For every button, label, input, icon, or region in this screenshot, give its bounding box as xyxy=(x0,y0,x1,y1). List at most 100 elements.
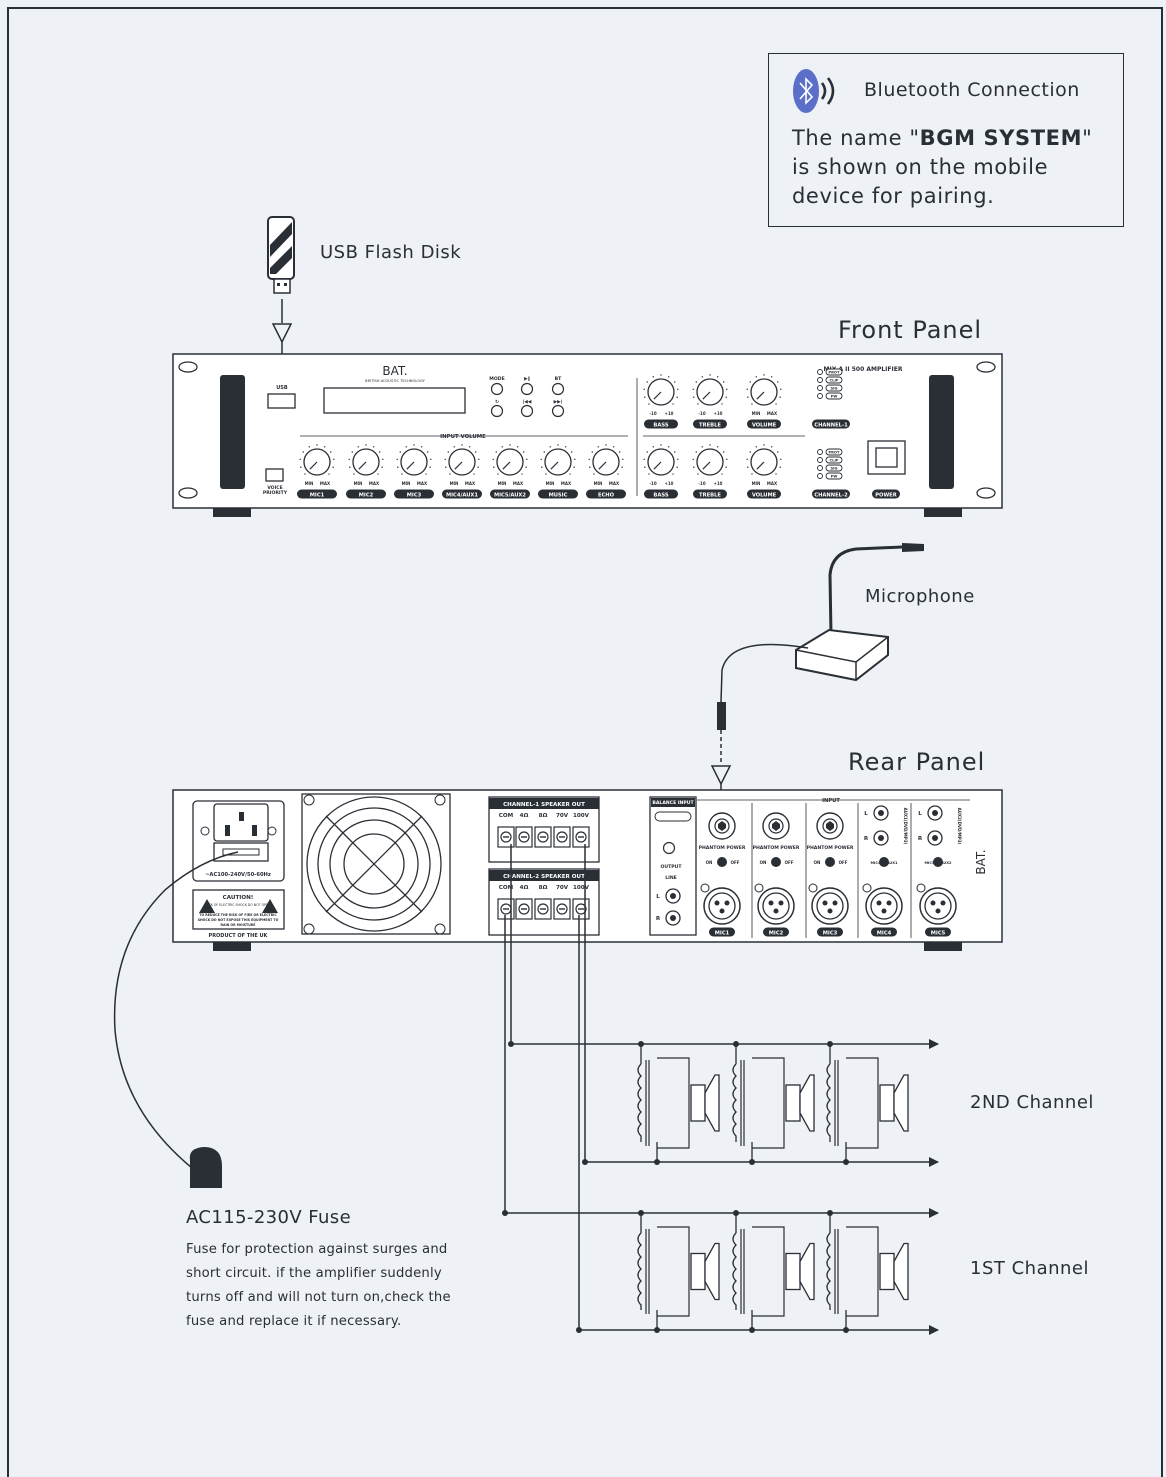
input-pill-7: ECHO xyxy=(586,489,626,499)
xlr-screw xyxy=(700,883,710,893)
fuse-title: AC115-230V Fuse xyxy=(186,1207,352,1228)
knob-tick xyxy=(697,403,699,405)
fuse-power-cable xyxy=(113,851,239,1188)
knob-tick xyxy=(397,466,399,468)
xlr-pin xyxy=(827,908,833,914)
speaker-wire xyxy=(846,1226,879,1317)
led-label: SIG xyxy=(831,467,838,471)
input-pill-4-bg xyxy=(442,489,482,499)
terminal-label: 100V xyxy=(573,885,590,891)
knob-tick xyxy=(478,458,480,461)
knob-min-label: MIN xyxy=(305,481,314,486)
xlr-inner xyxy=(762,892,790,920)
knob-tick xyxy=(473,473,475,475)
knob-max-label: MAX xyxy=(609,481,619,486)
warning-line-1: TO REDUCE THE RISK OF FIRE OR ELECTRIC xyxy=(199,913,277,917)
knob-max-label: MAX xyxy=(561,481,571,486)
speaker-wire xyxy=(657,1057,690,1149)
knob-tick xyxy=(692,458,694,461)
knob-tick xyxy=(304,473,306,475)
knob-tick xyxy=(349,466,351,468)
knob-max-label: MAX xyxy=(417,481,427,486)
knob-pointer xyxy=(756,391,765,400)
led-tag xyxy=(825,464,843,472)
knob-tick xyxy=(701,446,703,448)
xlr-pin xyxy=(719,908,725,914)
led-indicator xyxy=(817,377,823,383)
knob-tick xyxy=(493,466,495,468)
knob-tick xyxy=(763,444,765,446)
channel-1-pill: CHANNEL-1 xyxy=(812,419,850,429)
xlr-pin xyxy=(940,900,946,906)
bluetooth-info-box: Bluetooth Connection The name "BGM SYSTE… xyxy=(768,53,1124,227)
knob-tick xyxy=(775,403,777,405)
knob-tick xyxy=(644,466,646,468)
input-pill-4-label: MIC4/AUX1 xyxy=(446,492,478,498)
knob-tick xyxy=(777,451,779,453)
terminal-label: 4Ω xyxy=(520,885,529,891)
knob-tick xyxy=(648,403,650,405)
terminal-label: COM xyxy=(499,813,514,819)
knob-tick xyxy=(747,396,749,398)
ch1-pill-bass-bg xyxy=(644,419,678,429)
knob-tick xyxy=(709,374,711,376)
knob-tick xyxy=(779,396,781,398)
line-out-l-label: L xyxy=(656,894,660,900)
led-label: PROT xyxy=(829,371,840,375)
knob-tick xyxy=(652,376,654,378)
front-panel-title: Front Panel xyxy=(838,316,983,344)
speaker-icon xyxy=(637,1213,720,1330)
ch1-pill-treble-bg xyxy=(693,419,727,429)
input-knob-3 xyxy=(396,444,432,476)
rear-mic-pill-2-label: MIC2 xyxy=(769,930,784,936)
knob-tick xyxy=(373,446,375,448)
ac-voltage-label: ~AC100-240V/50-60Hz xyxy=(205,872,271,878)
knob-tick xyxy=(693,396,695,398)
knob-tick xyxy=(660,444,662,446)
ch1-pill-volume-label: VOLUME xyxy=(752,422,777,428)
knob-min-label: MIN xyxy=(354,481,363,486)
knob-max-label: +10 xyxy=(714,481,723,486)
knob-tick xyxy=(332,466,334,468)
knob-tick xyxy=(755,376,757,378)
knob-tick xyxy=(449,473,451,475)
input-knob-6 xyxy=(540,444,576,476)
knob-tick xyxy=(746,458,748,461)
xlr-pin xyxy=(724,900,730,906)
ch2-pill-bass-bg xyxy=(644,489,678,499)
knob-tick xyxy=(779,466,781,468)
knob-max-label: MAX xyxy=(767,411,777,416)
transformer-coil xyxy=(826,1063,831,1142)
input-pill-6-bg xyxy=(538,489,578,499)
knob-tick xyxy=(693,466,695,468)
front-brand-sub: BRITISH ACOUSTIC TECHNOLOGY xyxy=(365,379,425,383)
rear-mic-pill-1-label: MIC1 xyxy=(715,930,730,936)
speaker-wire xyxy=(752,1057,785,1149)
bluetooth-device-name: BGM SYSTEM xyxy=(919,126,1083,150)
knob-tick xyxy=(549,446,551,448)
rear-mic-pill-3-label: MIC3 xyxy=(823,930,838,936)
xlr-pin xyxy=(832,900,838,906)
knob-tick xyxy=(399,451,401,453)
led-indicator xyxy=(817,369,823,375)
knob-tick xyxy=(405,446,407,448)
rear-mic-pill-1-bg xyxy=(709,927,735,937)
transport-label-b1: |◀◀ xyxy=(523,399,532,405)
knob-max-label: +10 xyxy=(665,481,674,486)
power-pill-label: POWER xyxy=(875,492,896,498)
knob-tick xyxy=(619,451,621,453)
led-tag xyxy=(825,392,843,400)
knob-tick xyxy=(697,473,699,475)
led-label: SIG xyxy=(831,387,838,391)
speaker-cone xyxy=(704,1074,720,1132)
input-pill-2-label: MIC2 xyxy=(359,492,374,498)
knob-tick xyxy=(751,473,753,475)
knob-tick xyxy=(755,446,757,448)
transport-label-0: MODE xyxy=(489,376,504,382)
speaker-cone xyxy=(893,1074,909,1132)
led-label: PROT xyxy=(829,451,840,455)
knob-tick xyxy=(330,451,332,453)
rear-panel-title: Rear Panel xyxy=(848,748,986,776)
led-indicator xyxy=(817,449,823,455)
